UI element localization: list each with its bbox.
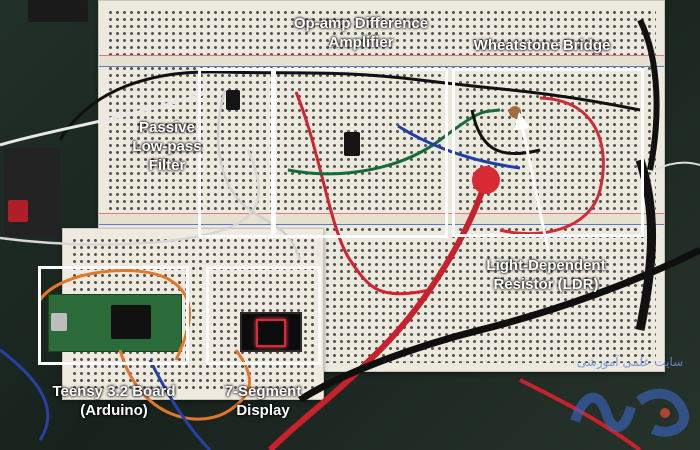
- terminal-block: [28, 0, 88, 22]
- orange-wire: [118, 349, 251, 421]
- watermark-text: سایت علمی آموزشی: [576, 355, 684, 369]
- power-rail: [99, 55, 664, 67]
- red-wire: [267, 179, 489, 450]
- seven-segment-box: [206, 266, 321, 365]
- red-wire: [294, 91, 431, 296]
- black-wire: [58, 70, 641, 141]
- label-wheatstone-bridge: Wheatstone Bridge: [473, 37, 611, 54]
- teensy-usb: [51, 313, 67, 331]
- teensy-chip: [111, 305, 151, 339]
- blue-wire: [397, 124, 521, 170]
- red-wire: [499, 96, 605, 236]
- teensy-box: [38, 266, 189, 365]
- green-wire: [287, 108, 501, 176]
- ldr-arrow-head: [514, 112, 530, 130]
- ldr-sensor: [509, 106, 521, 118]
- blue-wire: [0, 348, 50, 441]
- wheatstone-bridge-box: [452, 68, 644, 237]
- blue-wire: [148, 359, 212, 450]
- seven-segment-digit: [256, 319, 286, 347]
- op-amp-chip: [344, 132, 360, 156]
- teensy-board: [48, 294, 182, 352]
- white-wire: [654, 161, 700, 171]
- black-wire: [635, 158, 657, 331]
- seven-segment-display: [240, 312, 302, 352]
- black-wire: [298, 246, 700, 403]
- white-wire: [0, 149, 260, 246]
- black-wire: [637, 18, 660, 171]
- white-wire: [0, 90, 211, 147]
- watermark-graphic: [570, 388, 690, 437]
- op-amp-box: [273, 68, 448, 238]
- low-pass-filter-box: [198, 68, 274, 238]
- watermark-logo: سایت علمی آموزشی: [565, 355, 695, 440]
- red-connector: [472, 166, 500, 194]
- op-amp-chip: [226, 90, 240, 110]
- ldr-arrow: [520, 124, 550, 251]
- label-teensy: Teensy 3.2 Board(Arduino): [52, 383, 176, 419]
- terminal-block: [8, 200, 28, 222]
